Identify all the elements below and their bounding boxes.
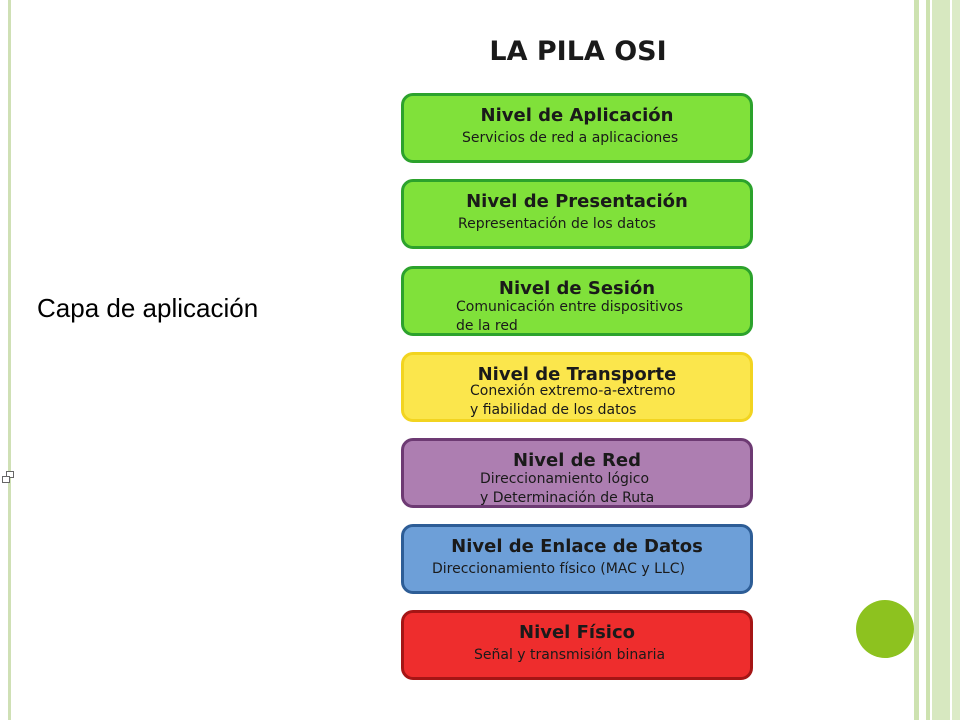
layer-data-link: Nivel de Enlace de Datos Direccionamient…: [401, 524, 753, 594]
layer-description: Servicios de red a aplicaciones: [462, 130, 679, 146]
layer-name: Nivel de Presentación: [466, 191, 688, 212]
layer-name: Nivel de Aplicación: [480, 105, 674, 126]
layer-presentation: Nivel de Presentación Representación de …: [401, 179, 753, 249]
layer-description: Conexión extremo-a-extremo y fiabilidad …: [470, 383, 676, 418]
layer-physical: Nivel Físico Señal y transmisión binaria: [401, 610, 753, 680]
layer-transport: Nivel de Transporte Conexión extremo-a-e…: [401, 352, 753, 422]
layer-description: Comunicación entre dispositivos de la re…: [456, 299, 684, 334]
layer-name: Nivel Físico: [519, 622, 635, 643]
layer-name: Nivel de Transporte: [477, 364, 677, 385]
slide-body-text: Capa de aplicación: [37, 293, 259, 323]
layer-name: Nivel de Red: [513, 450, 641, 471]
accent-circle: [856, 600, 914, 658]
layer-description: Direccionamiento físico (MAC y LLC): [432, 561, 685, 577]
stripe: [926, 0, 930, 720]
layer-name: Nivel de Enlace de Datos: [451, 536, 703, 557]
stripe: [952, 0, 960, 720]
layer-description: Señal y transmisión binaria: [474, 647, 666, 663]
left-border-line: [8, 0, 11, 720]
placeholder-handle-icon[interactable]: [2, 471, 14, 483]
layer-name: Nivel de Sesión: [498, 278, 656, 299]
stripe: [932, 0, 950, 720]
layer-description: Representación de los datos: [458, 216, 656, 232]
diagram-title: LA PILA OSI: [489, 36, 667, 67]
layer-application: Nivel de Aplicación Servicios de red a a…: [401, 93, 753, 163]
stripe: [914, 0, 919, 720]
layer-description: Direccionamiento lógico y Determinación …: [480, 471, 655, 506]
layer-network: Nivel de Red Direccionamiento lógico y D…: [401, 438, 753, 508]
layer-session: Nivel de Sesión Comunicación entre dispo…: [401, 266, 753, 336]
decorative-right-stripes: [914, 0, 960, 720]
